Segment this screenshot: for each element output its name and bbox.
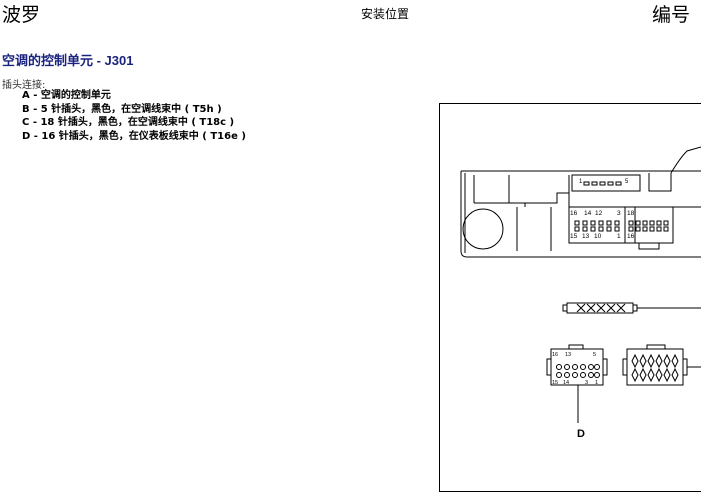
pin-label: 13 [582,233,590,240]
connectors-label: 插头连接: [2,80,46,91]
connector-d-socket [568,206,636,244]
knob-icon [462,208,504,250]
figure-frame [439,103,701,492]
connector-item-a: A - 空调的控制单元 [22,90,111,101]
pin-label: 13 [565,352,571,358]
connector-d-plug [546,344,608,423]
connector-b-plug [562,302,701,314]
pin-label: 1 [579,179,583,185]
header-center-title: 安装位置 [361,7,410,21]
header-right-title: 编号 [652,4,691,26]
pin-label: 16 [552,352,558,358]
connector-item-b: B - 5 针插头，黑色，在空调线束中 ( T5h ) [22,103,222,115]
connector-c-socket [624,206,674,250]
callout-d: D [577,428,585,440]
pin-label: 3 [617,210,621,217]
page-title: 空调的控制单元 - J301 [2,53,134,68]
pin-label: 15 [552,380,558,386]
pin-label: 18 [627,210,635,217]
pin-label: 16 [627,233,635,240]
connector-diagram: 1 5 16 14 12 3 15 13 10 1 [439,103,701,492]
pin-label: 12 [595,210,603,217]
pin-label: 10 [594,233,602,240]
pin-label: 14 [584,210,592,217]
pin-label: 1 [595,380,598,386]
control-unit-housing [460,146,701,258]
installation-figure: 1 5 16 14 12 3 15 13 10 1 [439,103,701,492]
connector-b-socket [571,174,641,192]
pin-label: 5 [625,179,629,185]
pin-label: 15 [570,233,578,240]
header-left-title: 波罗 [2,4,41,26]
connector-c-plug [622,344,701,386]
pin-label: 1 [617,233,621,240]
pin-label: 16 [570,210,578,217]
connector-item-c: C - 18 针插头，黑色，在空调线束中 ( T18c ) [22,117,235,128]
pin-label: 14 [563,380,569,386]
pin-label: 3 [585,380,588,386]
connector-list: A - 空调的控制单元 B - 5 针插头，黑色，在空调线束中 ( T5h ) … [22,89,246,143]
connector-item-d: D - 16 针插头，黑色，在仪表板线束中 ( T16e ) [22,130,246,142]
pin-label: 5 [593,352,596,358]
